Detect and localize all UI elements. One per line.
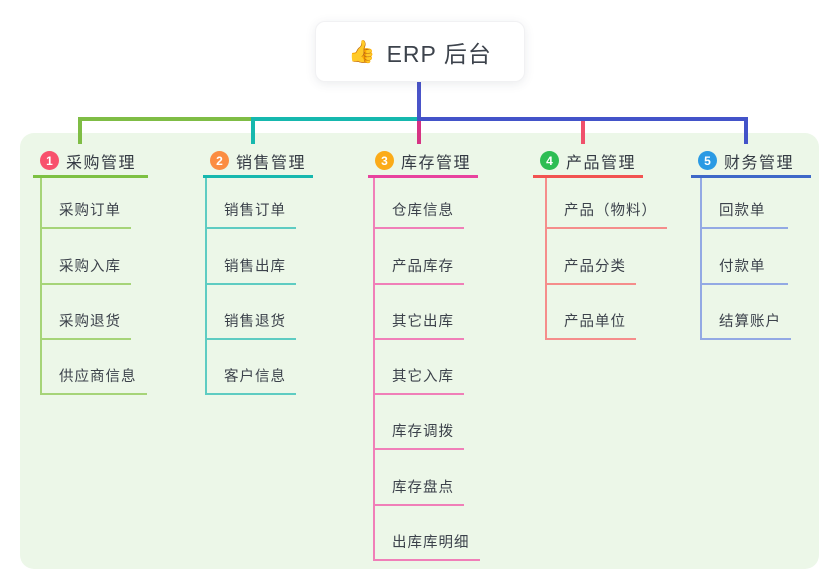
child-node[interactable]: 产品单位: [547, 285, 636, 340]
child-node[interactable]: 销售退货: [207, 285, 296, 340]
branch-number-badge: 3: [375, 151, 394, 170]
child-node[interactable]: 销售订单: [207, 178, 296, 230]
drop-line-purchase: [78, 117, 82, 144]
root-node[interactable]: 👍 ERP 后台: [315, 21, 525, 82]
drop-line-inventory: [417, 121, 421, 144]
branch-title: 库存管理: [401, 154, 472, 172]
child-node[interactable]: 结算账户: [702, 285, 791, 340]
child-node[interactable]: 付款单: [702, 229, 788, 285]
child-node[interactable]: 回款单: [702, 178, 788, 230]
child-node[interactable]: 客户信息: [207, 340, 296, 396]
branch-header-purchase[interactable]: 1 采购管理: [33, 146, 148, 178]
root-connector-line: [417, 80, 421, 119]
branch-number-badge: 5: [698, 151, 717, 170]
child-node[interactable]: 库存盘点: [375, 450, 464, 506]
branch-header-product[interactable]: 4 产品管理: [533, 146, 643, 178]
branch-header-finance[interactable]: 5 财务管理: [691, 146, 811, 178]
branch-header-inventory[interactable]: 3 库存管理: [368, 146, 478, 178]
child-node[interactable]: 采购入库: [42, 229, 131, 285]
drop-line-sales: [251, 117, 255, 144]
branch-title: 产品管理: [566, 154, 637, 172]
child-node[interactable]: 采购退货: [42, 285, 131, 340]
branch-number-badge: 2: [210, 151, 229, 170]
branch-children: 仓库信息 产品库存 其它出库 其它入库 库存调拨 库存盘点 出库库明细: [373, 178, 480, 562]
child-node[interactable]: 销售出库: [207, 229, 296, 285]
branch-header-sales[interactable]: 2 销售管理: [203, 146, 313, 178]
branch-children: 回款单 付款单 结算账户: [700, 178, 791, 340]
child-node[interactable]: 其它出库: [375, 285, 464, 340]
child-node[interactable]: 库存调拨: [375, 395, 464, 451]
branch-title: 销售管理: [236, 154, 307, 172]
child-node[interactable]: 出库库明细: [375, 506, 480, 562]
child-node[interactable]: 采购订单: [42, 178, 131, 230]
child-node[interactable]: 产品（物料）: [547, 178, 667, 230]
bus-segment-green: [78, 117, 255, 121]
bus-segment-teal: [253, 117, 419, 121]
child-node[interactable]: 供应商信息: [42, 340, 147, 396]
branch-children: 产品（物料） 产品分类 产品单位: [545, 178, 667, 340]
branch-children: 销售订单 销售出库 销售退货 客户信息: [205, 178, 296, 396]
child-node[interactable]: 其它入库: [375, 340, 464, 396]
mindmap-panel: [20, 133, 819, 569]
branch-title: 财务管理: [724, 154, 795, 172]
branch-number-badge: 1: [40, 151, 59, 170]
drop-line-finance: [744, 117, 748, 144]
child-node[interactable]: 仓库信息: [375, 178, 464, 230]
thumbs-up-icon: 👍: [348, 38, 377, 64]
child-node[interactable]: 产品库存: [375, 229, 464, 285]
child-node[interactable]: 产品分类: [547, 229, 636, 285]
branch-number-badge: 4: [540, 151, 559, 170]
branch-title: 采购管理: [66, 154, 137, 172]
drop-line-product: [581, 121, 585, 144]
branch-children: 采购订单 采购入库 采购退货 供应商信息: [40, 178, 147, 396]
root-title: ERP 后台: [386, 40, 492, 67]
bus-segment-blue: [417, 117, 748, 121]
